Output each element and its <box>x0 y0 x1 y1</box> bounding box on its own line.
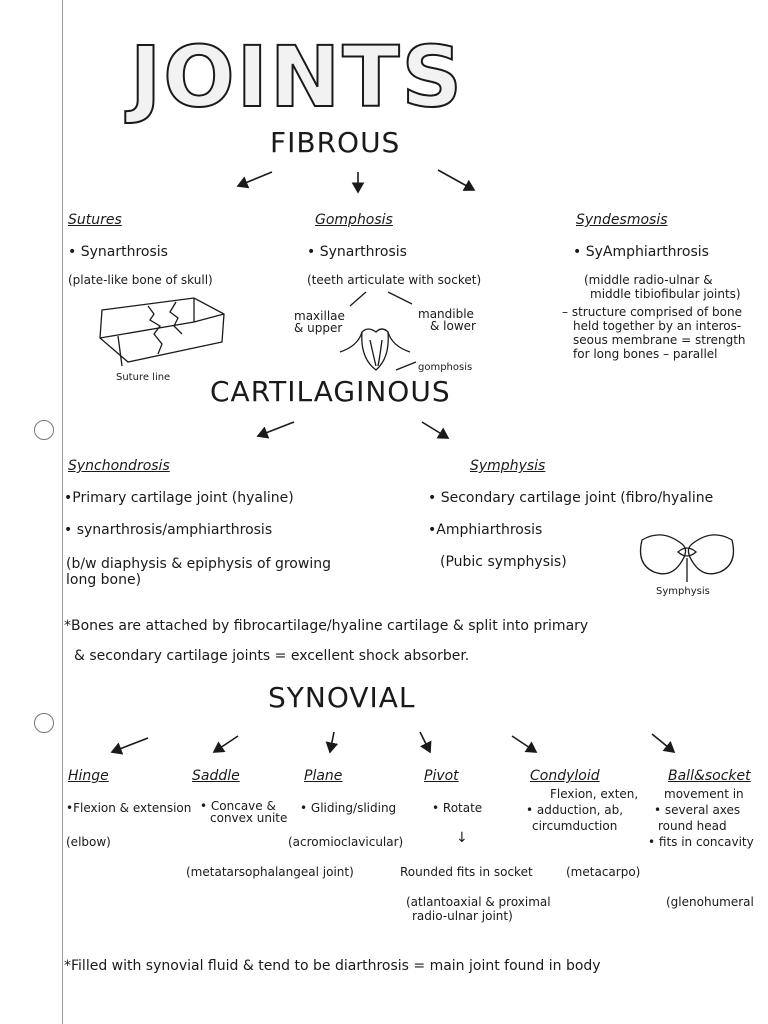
gomphosis-right-1: mandible <box>418 307 474 321</box>
cartilaginous-note-2: & secondary cartilage joints = excellent… <box>74 648 470 664</box>
ball-socket-desc-4: • fits in concavity <box>648 835 754 849</box>
synovial-heading: SYNOVIAL <box>268 681 416 714</box>
plane-desc: • Gliding/sliding <box>300 801 397 815</box>
pivot-example-2: radio-ulnar joint) <box>412 909 513 923</box>
pivot-extra: Rounded fits in socket <box>400 865 533 879</box>
synchondrosis-line-4: long bone) <box>66 572 142 588</box>
condyloid-label: Condyloid <box>530 768 600 784</box>
skull-plate-diagram <box>99 297 225 367</box>
condyloid-example: (metacarpo) <box>566 865 641 879</box>
ball-socket-example: (glenohumeral <box>666 895 754 909</box>
pivot-example-1: (atlantoaxial & proximal <box>406 895 551 909</box>
pivot-down-arrow: ↓ <box>456 830 468 846</box>
hinge-example: (elbow) <box>66 835 111 849</box>
ball-socket-desc-1: movement in <box>664 787 744 801</box>
hinge-label: Hinge <box>68 768 109 784</box>
pivot-label: Pivot <box>424 768 459 784</box>
syndesmosis-desc-1: (middle radio-ulnar & <box>584 273 713 287</box>
ball-socket-label: Ball&socket <box>668 768 751 784</box>
saddle-desc-2: convex unite <box>210 811 288 825</box>
synovial-note: *Filled with synovial fluid & tend to be… <box>64 958 601 974</box>
syndesmosis-label: Syndesmosis <box>576 212 668 228</box>
symphysis-label: Symphysis <box>470 458 546 474</box>
condyloid-desc-1: Flexion, exten, <box>550 787 639 801</box>
symphysis-diagram-label: Symphysis <box>656 586 710 597</box>
page-title: JOINTS <box>129 28 465 126</box>
condyloid-desc-3: circumduction <box>532 819 618 833</box>
gomphosis-type: • Synarthrosis <box>307 244 407 260</box>
cartilaginous-heading: CARTILAGINOUS <box>210 375 451 408</box>
plane-label: Plane <box>304 768 343 784</box>
gomphosis-left-2: & upper <box>294 321 343 335</box>
saddle-label: Saddle <box>192 768 240 784</box>
binder-hole <box>34 420 54 440</box>
gomphosis-right-2: & lower <box>430 319 476 333</box>
symphysis-line-2: •Amphiarthrosis <box>428 522 543 538</box>
gomphosis-desc: (teeth articulate with socket) <box>307 273 482 287</box>
cartilaginous-note-1: *Bones are attached by fibrocartilage/hy… <box>64 618 589 634</box>
syndesmosis-note-2: held together by an interos- <box>573 319 742 333</box>
saddle-example: (metatarsophalangeal joint) <box>186 865 354 879</box>
tooth-socket-diagram <box>339 291 417 371</box>
ball-socket-desc-2: • several axes <box>654 803 741 817</box>
symphysis-line-3: (Pubic symphysis) <box>440 554 567 570</box>
condyloid-desc-2: • adduction, ab, <box>526 803 624 817</box>
synchondrosis-line-3: (b/w diaphysis & epiphysis of growing <box>66 556 331 572</box>
sutures-label: Sutures <box>68 212 122 228</box>
pelvis-diagram <box>639 534 735 582</box>
suture-line-label: Suture line <box>116 372 171 383</box>
binder-hole <box>34 713 54 733</box>
ball-socket-desc-3: round head <box>658 819 727 833</box>
syndesmosis-note-4: for long bones – parallel <box>573 347 718 361</box>
syndesmosis-type: • SyAmphiarthrosis <box>573 244 709 260</box>
symphysis-line-1: • Secondary cartilage joint (fibro/hyali… <box>428 490 714 506</box>
syndesmosis-desc-2: middle tibiofibular joints) <box>590 287 741 301</box>
gomphosis-diagram-label: gomphosis <box>418 362 473 373</box>
hinge-desc: •Flexion & extension <box>66 801 192 815</box>
gomphosis-left-1: maxillae <box>294 309 345 323</box>
syndesmosis-note-1: – structure comprised of bone <box>562 305 742 319</box>
synchondrosis-line-1: •Primary cartilage joint (hyaline) <box>64 490 294 506</box>
page-margin-line <box>62 0 63 1024</box>
sutures-desc: (plate-like bone of skull) <box>68 273 213 287</box>
gomphosis-label: Gomphosis <box>315 212 393 228</box>
sutures-type: • Synarthrosis <box>68 244 168 260</box>
plane-example: (acromioclavicular) <box>288 835 404 849</box>
pivot-desc: • Rotate <box>432 801 483 815</box>
syndesmosis-note-3: seous membrane = strength <box>573 333 746 347</box>
synchondrosis-line-2: • synarthrosis/amphiarthrosis <box>64 522 273 538</box>
synchondrosis-label: Synchondrosis <box>68 458 170 474</box>
saddle-desc-1: • Concave & <box>200 799 276 813</box>
